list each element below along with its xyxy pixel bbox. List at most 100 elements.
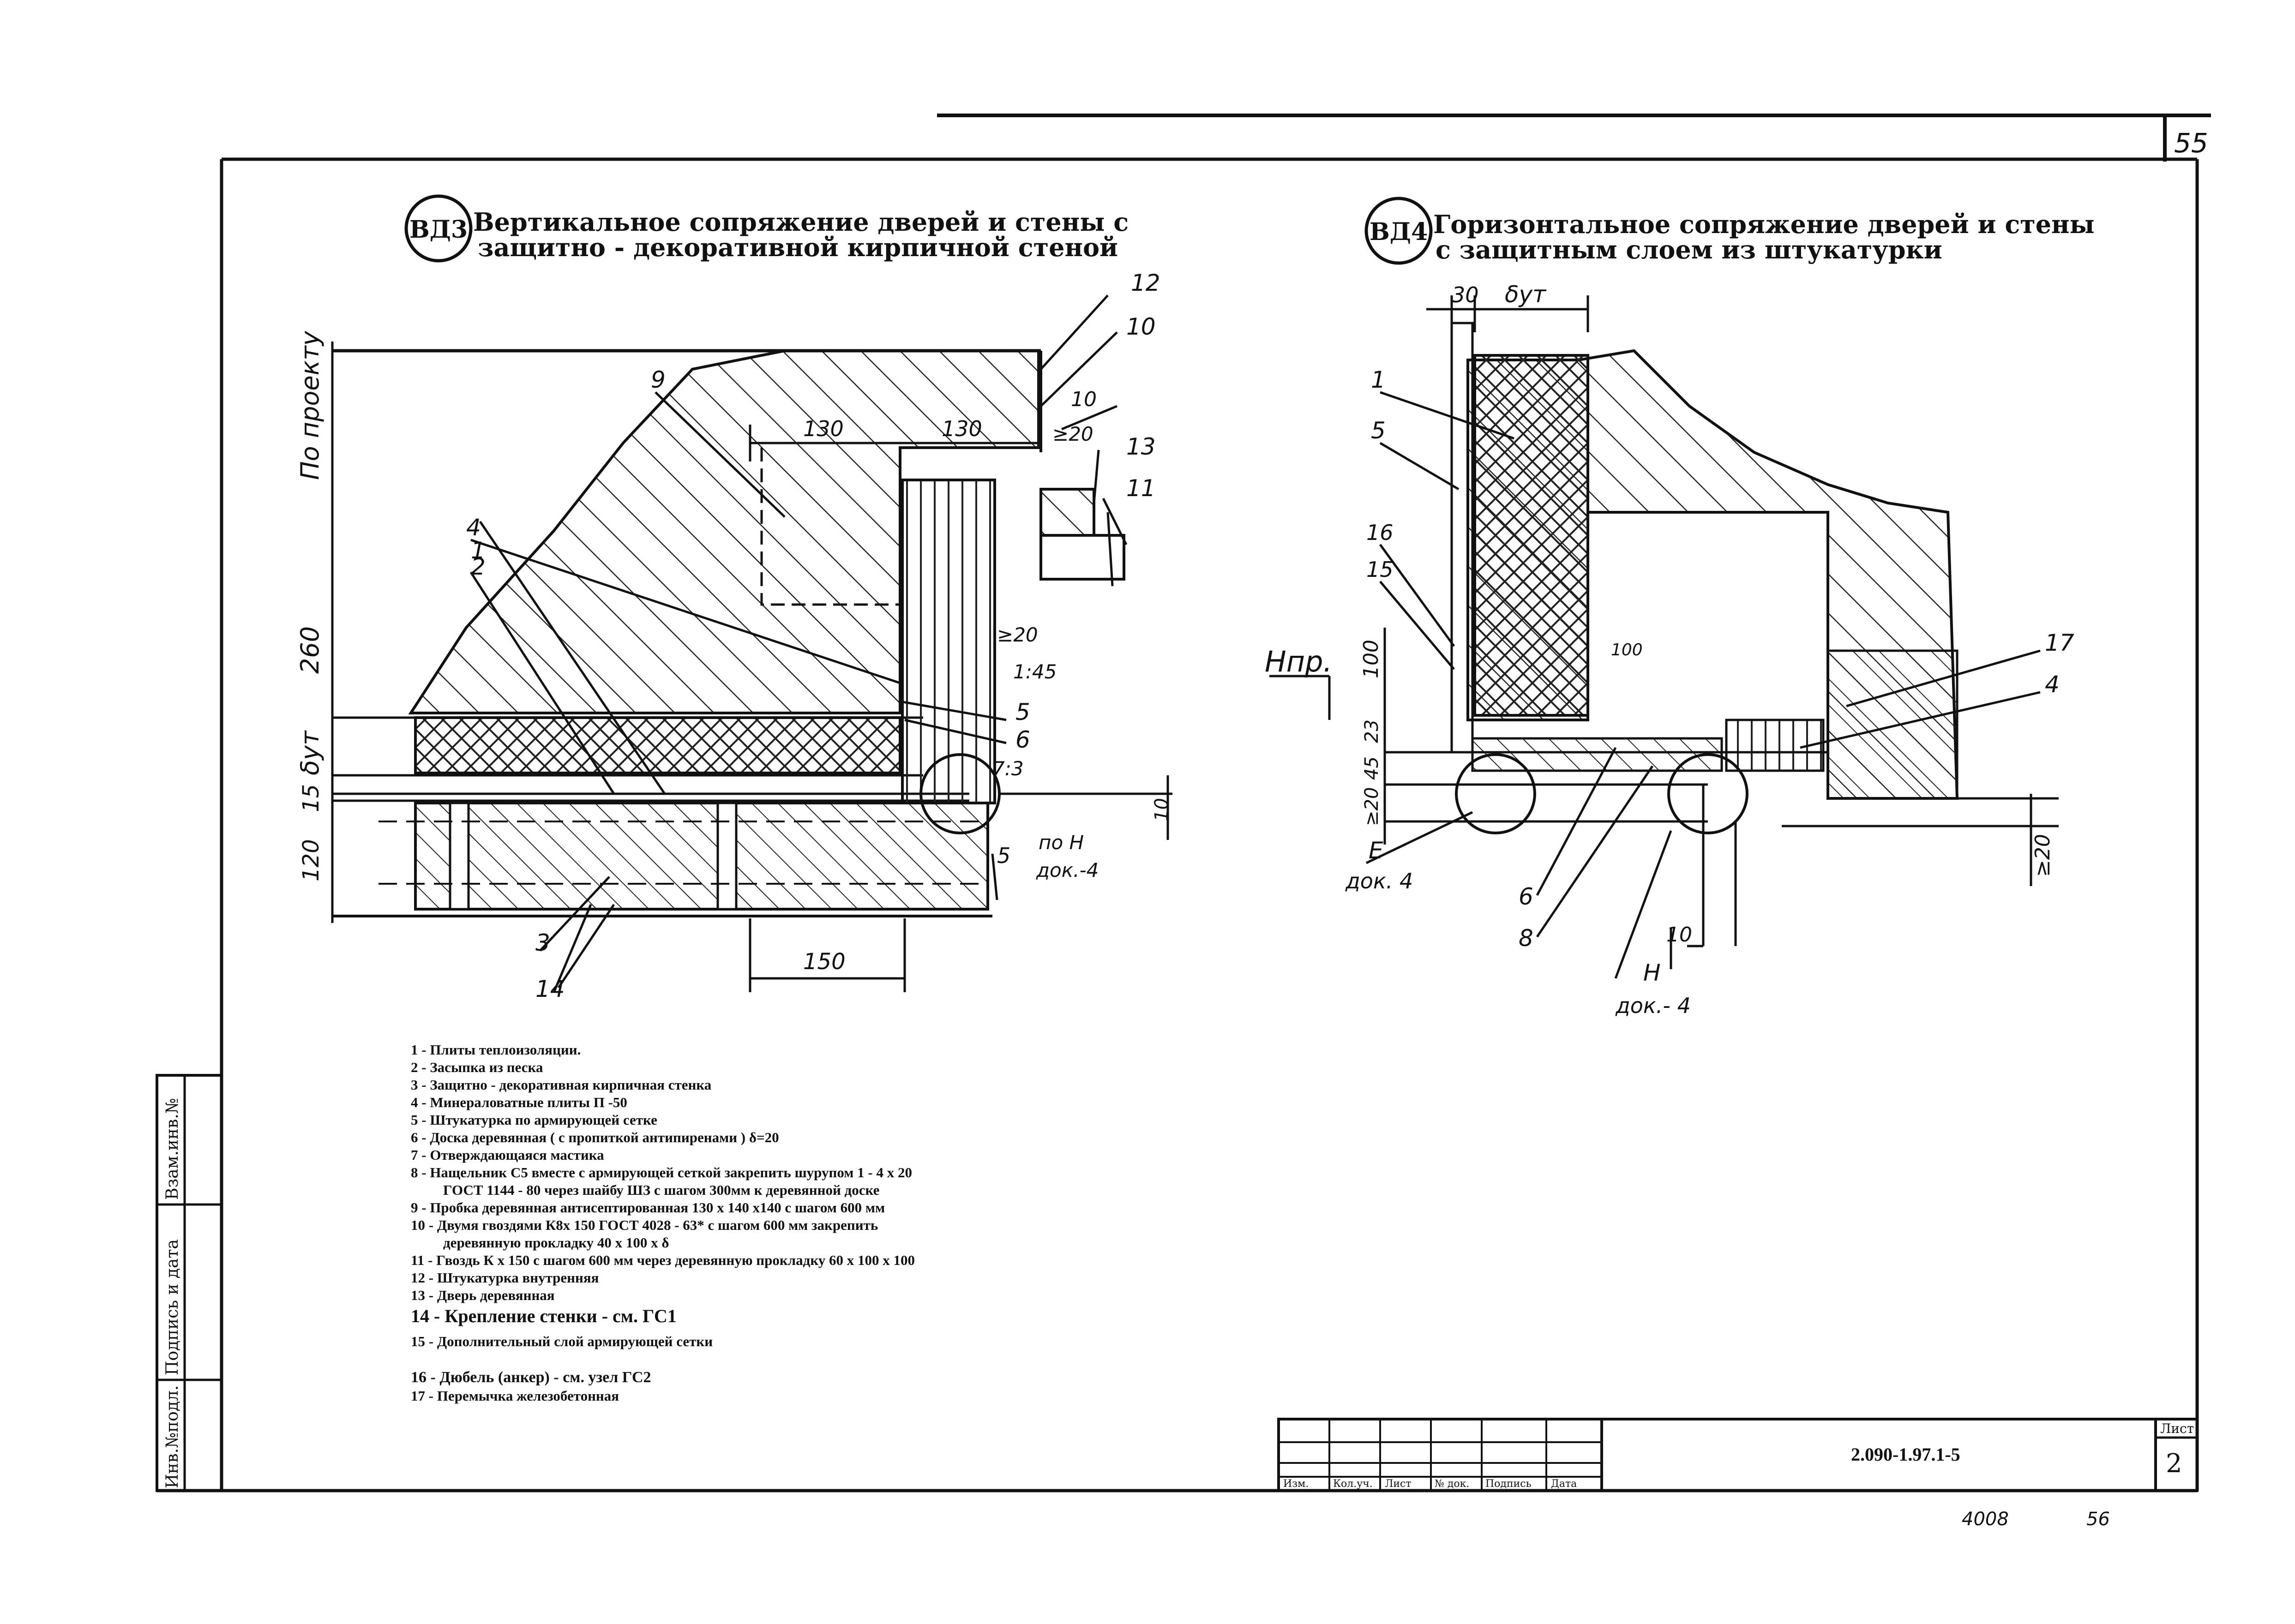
vd3-dim-po-proektu: По проекту [295,330,324,480]
vd4-dim-ge20b: ≥20 [2031,834,2055,877]
vd3-dim-ratio: 7:3 [992,757,1024,780]
vd4-ref-e: Е [1369,837,1383,864]
vd4-ref-e-dok: док. 4 [1345,869,1413,893]
vd3-dim-260: 260 [295,626,324,674]
vd3-dim-15: 15 [298,784,324,812]
vd3-dim-130a: 130 [803,416,844,441]
legend-13: 13 - Дверь деревянная [411,1287,555,1303]
vd4-leaders [1365,391,2041,979]
stamp-inv-podl: Инв.№подл. [163,1385,182,1488]
vd3-dim-slope: 1:45 [1013,660,1057,683]
vd3-circle [404,194,473,263]
legend: 1 - Плиты теплоизоляции. 2 - Засыпка из … [411,1042,915,1404]
tb-col-podpis: Подпись [1485,1478,1532,1490]
vd3-door-frame [901,479,996,804]
vd3-dim-ge20a: ≥20 [1052,423,1093,445]
vd3-callout-5: 5 [1015,699,1030,725]
legend-7: 7 - Отверждающаяся мастика [411,1147,604,1163]
vd3-callouts: 12 10 10 13 11 9 4 1 2 3 5 6 14 5 [466,270,1160,1002]
tb-col-data: Дата [1551,1478,1577,1490]
vd4-dim-30: 30 [1452,282,1479,307]
legend-10: 10 - Двумя гвоздями К8х 150 ГОСТ 4028 - … [411,1217,878,1233]
vd4-h-pr: Нпр. [1265,645,1332,678]
vd4-callouts: 1 5 16 15 17 4 6 8 [1366,366,2074,952]
vd3-dim-120: 120 [298,839,324,881]
vd4-callout-16: 16 [1366,520,1394,545]
tb-doc-code: 2.090-1.97.1-5 [1851,1444,1960,1465]
vd4-dim-100b: 100 [1611,641,1643,659]
side-stamp: Инв.№подл. Подпись и дата Взам.инв.№ [156,1074,223,1492]
vd3-callout-13: 13 [1126,433,1156,460]
vd4-dim-23: 23 [1361,719,1382,743]
vd3-title-line2: защитно - декоративной кирпичной стеной [478,233,1118,262]
detail-vd4: ВД4 Горизонтальное сопряжение дверей и с… [1265,197,2095,1018]
vd3-brick-wall [414,802,989,911]
vd3-ref-po: по Н [1039,831,1084,854]
vd3-callout-11: 11 [1126,475,1156,502]
vd4-insulation [1473,354,1589,717]
vd4-detail-circle-h [1667,753,1748,834]
legend-4: 4 - Минераловатные плиты П -50 [411,1094,627,1110]
vd3-dim-dut: δут [295,730,324,775]
vd3-callout-2: 2 [471,553,486,580]
vd4-callout-1: 1 [1371,366,1386,393]
vd3-title-line1: Вертикальное сопряжение дверей и стены с [473,207,1129,237]
vd4-callout-8: 8 [1519,925,1533,952]
vd4-ref-h: Н [1643,959,1661,986]
vd4-detail-circle-e [1455,753,1536,834]
vd3-dim-150: 150 [803,949,846,975]
tb-sheet-label: Лист [2160,1421,2194,1436]
vd3-leaders [469,294,1128,993]
legend-12: 12 - Штукатурка внутренняя [411,1270,599,1286]
legend-8-cont: ГОСТ 1144 - 80 через шайбу ШЗ с шагом 30… [443,1182,879,1198]
tb-sheet-number: 2 [2166,1449,2182,1479]
vd3-callout-4: 4 [466,514,481,541]
vd3-door [1039,488,1095,537]
vd3-callout-3: 3 [535,929,550,956]
legend-1: 1 - Плиты теплоизоляции. [411,1042,581,1058]
vd4-callout-17: 17 [2045,629,2074,656]
vd4-code: ВД4 [1370,218,1428,246]
stamp-podpis-data: Подпись и дата [163,1239,182,1375]
vd3-dim-ge20b: ≥20 [997,623,1038,646]
legend-17: 17 - Перемычка железобетонная [411,1388,619,1404]
detail-vd3: ВД3 Вертикальное сопряжение дверей и сте… [295,194,1172,1002]
vd3-callout-10a: 10 [1126,313,1156,340]
legend-11: 11 - Гвоздь К х 150 с шагом 600 мм через… [411,1252,915,1268]
legend-14: 14 - Крепление стенки - см. ГС1 [411,1306,677,1326]
vd3-insulation [414,716,901,774]
vd4-title-line2: с защитным слоем из штукатурки [1436,235,1942,264]
legend-5: 5 - Штукатурка по армирующей сетке [411,1112,657,1128]
vd4-callout-15: 15 [1366,557,1394,582]
vd3-callout-1: 1 [471,537,486,564]
footer-note-1: 4008 [1962,1509,2009,1530]
vd3-callout-9: 9 [651,366,666,393]
legend-6: 6 - Доска деревянная ( с пропиткой антип… [411,1129,779,1145]
footer-note-2: 56 [2086,1509,2110,1530]
vd4-lintel [1826,649,1959,800]
legend-15: 15 - Дополнительный слой армирующей сетк… [411,1333,713,1349]
legend-16: 16 - Дюбель (анкер) - см. узел ГС2 [411,1369,651,1386]
tb-col-kol: Кол.уч. [1333,1478,1373,1490]
legend-8: 8 - Нащельник С5 вместе с армирующей сет… [411,1164,912,1181]
vd3-callout-10b: 10 [1071,388,1097,411]
vd3-callout-6: 6 [1015,726,1030,753]
vd4-dim-45: 45 [1361,756,1382,780]
vd4-title-line1: Горизонтальное сопряжение дверей и стены [1433,210,2095,239]
vd4-board [1471,737,1723,772]
legend-10-cont: деревянную прокладку 40 х 100 х δ [443,1234,669,1251]
vd3-code: ВД3 [409,216,468,244]
legend-3: 3 - Защитно - декоративная кирпичная сте… [411,1077,712,1093]
legend-9: 9 - Пробка деревянная антисептированная … [411,1199,885,1216]
vd3-callout-12: 12 [1131,270,1160,296]
vd4-ref-h-dok: док.- 4 [1615,993,1691,1018]
vd3-dim-10: 10 [1151,798,1172,821]
vd4-dim-ge20a: ≥20 [1361,787,1382,826]
stamp-vzam-inv: Взам.инв.№ [163,1098,182,1200]
vd3-callout-14: 14 [535,976,565,1002]
vd4-dim-100: 100 [1359,640,1383,678]
tb-col-list: Лист [1385,1478,1412,1490]
title-block: Изм. Кол.уч. Лист № док. Подпись Дата 2.… [1277,1418,2199,1492]
vd4-dim-dut: δут [1505,281,1547,308]
